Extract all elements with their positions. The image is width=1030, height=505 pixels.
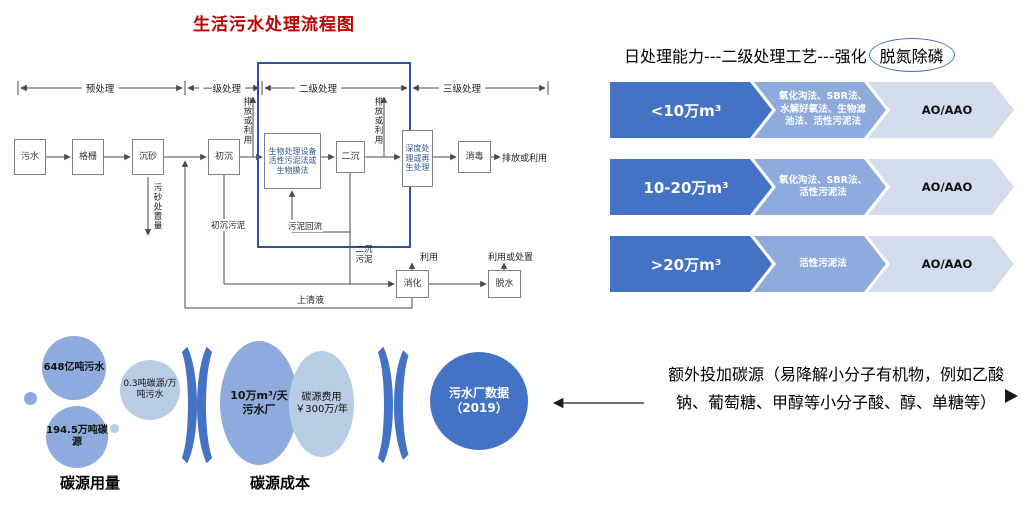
- capacity-badge: 10-20万m³: [610, 159, 772, 215]
- arc-close-icon: [157, 337, 197, 473]
- label-use: 利用: [420, 253, 439, 263]
- capacity-row-medium: 10-20万m³ 氧化沟法、SBR法、活性污泥法 AO/AAO: [610, 159, 1014, 215]
- capacity-row-large: >20万m³ 活性污泥法 AO/AAO: [610, 236, 1014, 292]
- panel-header-circled-term: 脱氮除磷: [868, 38, 955, 72]
- label-carbon-cost: 碳源成本: [250, 474, 311, 492]
- process-chevron: 氧化沟法、SBR法、水解好氧法、生物滤池法、活性污泥法: [754, 82, 886, 138]
- flow-box-sewage: 污水: [14, 139, 46, 175]
- flow-box-advanced: 深度处理或再生处理: [402, 130, 433, 187]
- label-discharge-up1: 排放或利用: [242, 97, 252, 145]
- capacity-row-small: <10万m³ 氧化沟法、SBR法、水解好氧法、生物滤池法、活性污泥法 AO/AA…: [610, 82, 1014, 138]
- capacity-badge: >20万m³: [610, 236, 772, 292]
- flow-box-secondary: 二沉: [336, 141, 365, 173]
- arc-close-icon: [353, 337, 393, 473]
- flow-box-bio: 生物处理设备活性污泥法或生物膜法: [264, 133, 321, 189]
- label-supernatant: 上清液: [296, 293, 326, 306]
- flow-box-dewater: 脱水: [488, 270, 521, 298]
- page-title: 生活污水处理流程图: [193, 15, 355, 35]
- flow-connectors: [46, 96, 508, 309]
- stage-label-pretreatment: 预处理: [81, 81, 119, 95]
- flow-box-digest: 消化: [396, 270, 429, 298]
- flow-box-disinfect: 消毒: [458, 141, 491, 173]
- label-discharge-main: 排放或利用: [502, 154, 548, 164]
- tech-chevron: AO/AAO: [868, 82, 1014, 138]
- process-panel-header: 日处理能力---二级处理工艺---强化脱氮除磷: [624, 38, 955, 72]
- stage-label-tertiary: 三级处理: [438, 81, 486, 95]
- label-discharge-up2: 排放或利用: [373, 97, 383, 145]
- stage-label-secondary: 二级处理: [294, 81, 342, 95]
- flow-box-grit: 沉砂: [132, 139, 164, 175]
- label-carbon-usage: 碳源用量: [60, 474, 121, 492]
- bubble-sewage-total: 648亿吨污水: [42, 336, 106, 400]
- arc-open-icon: [394, 341, 432, 469]
- bubble-plant-data: 污水厂数据（2019）: [430, 352, 528, 450]
- label-primary-sludge: 初沉污泥: [210, 219, 247, 231]
- decorative-dot: [110, 424, 119, 433]
- bubble-carbon-total: 194.5万吨碳源: [46, 406, 108, 468]
- tech-chevron: AO/AAO: [868, 236, 1014, 292]
- tech-chevron: AO/AAO: [868, 159, 1014, 215]
- panel-header-text: 日处理能力---二级处理工艺---强化: [624, 47, 867, 66]
- decorative-dot: [24, 392, 37, 405]
- carbon-source-note: 额外投加碳源（易降解小分子有机物，例如乙酸钠、葡萄糖、甲醇等小分子酸、醇、单糖等…: [667, 365, 1004, 412]
- process-chevron: 氧化沟法、SBR法、活性污泥法: [754, 159, 886, 215]
- arc-open-icon: [197, 337, 237, 473]
- label-sludge-return: 污泥回流: [287, 220, 324, 232]
- bubble-plant-size: 10万m³/天污水厂: [220, 341, 298, 465]
- label-use-or-dispose: 利用或处置: [488, 253, 534, 263]
- edge-right-arrow: [1005, 389, 1018, 403]
- bubble-carbon-cost: 碳源费用￥300万/年: [289, 351, 354, 457]
- label-secondary-sludge: 二沉污泥: [355, 245, 373, 265]
- stage-label-primary: 一级处理: [198, 81, 246, 95]
- process-chevron: 活性污泥法: [754, 236, 886, 292]
- flow-box-screen: 格栅: [72, 139, 104, 175]
- flow-box-primary: 初沉: [208, 139, 240, 175]
- capacity-badge: <10万m³: [610, 82, 772, 138]
- label-grit-disposal: 污砂处置量: [152, 183, 162, 231]
